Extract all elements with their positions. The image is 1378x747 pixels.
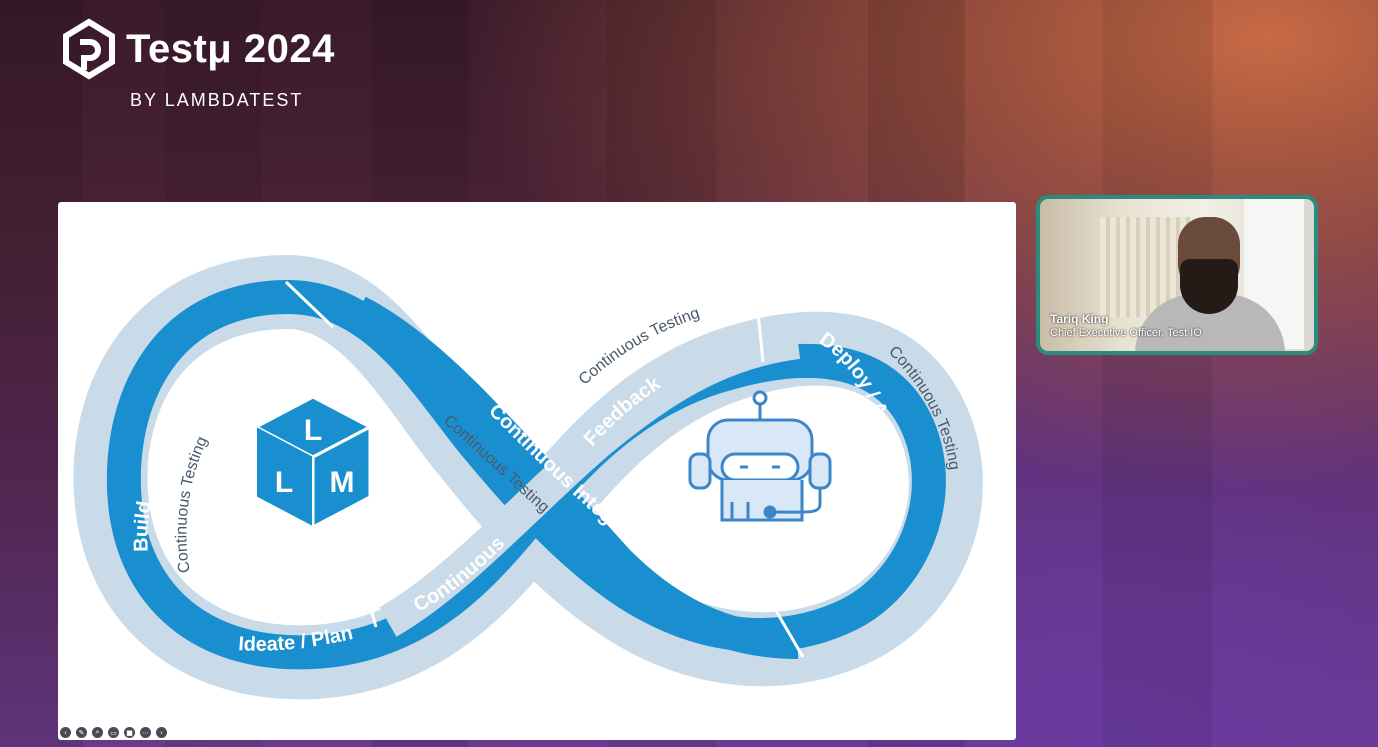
event-title: Testμ 2024: [126, 27, 335, 71]
presentation-slide: Build Ideate / Plan Continuous Continuou…: [58, 202, 1016, 740]
label-build: Build: [130, 499, 155, 552]
llm-cube-icon: L L M: [252, 395, 374, 530]
more-icon[interactable]: ⋯: [140, 727, 151, 738]
testmu-logo-icon: [63, 18, 115, 80]
speaker-role: Chief Executive Officer, Test IO: [1050, 327, 1202, 339]
robot-icon: [688, 390, 832, 522]
llm-letter-3: M: [330, 466, 355, 499]
llm-letter-1: L: [304, 414, 322, 447]
captions-icon[interactable]: ▭: [108, 727, 119, 738]
segment-separators: [205, 280, 805, 658]
zoom-icon[interactable]: ⌕: [92, 727, 103, 738]
infinity-inner-band: [106, 279, 946, 670]
llm-letter-2: L: [275, 466, 293, 499]
label-ct-left: Continuous Testing: [173, 434, 211, 574]
infinity-diagram: Build Ideate / Plan Continuous Continuou…: [73, 254, 983, 700]
slide-toolbar: ‹ ✎ ⌕ ▭ ■ ⋯ ›: [60, 727, 167, 738]
camera-icon[interactable]: ■: [124, 727, 135, 738]
pen-icon[interactable]: ✎: [76, 727, 87, 738]
event-subtitle: BY LAMBDATEST: [130, 90, 304, 110]
speaker-name: Tariq King: [1050, 312, 1109, 326]
forward-icon[interactable]: ›: [156, 727, 167, 738]
event-branding: Testμ 2024 BY LAMBDATEST: [60, 18, 335, 110]
back-icon[interactable]: ‹: [60, 727, 71, 738]
speaker-video[interactable]: Tariq King Chief Executive Officer, Test…: [1036, 195, 1318, 355]
